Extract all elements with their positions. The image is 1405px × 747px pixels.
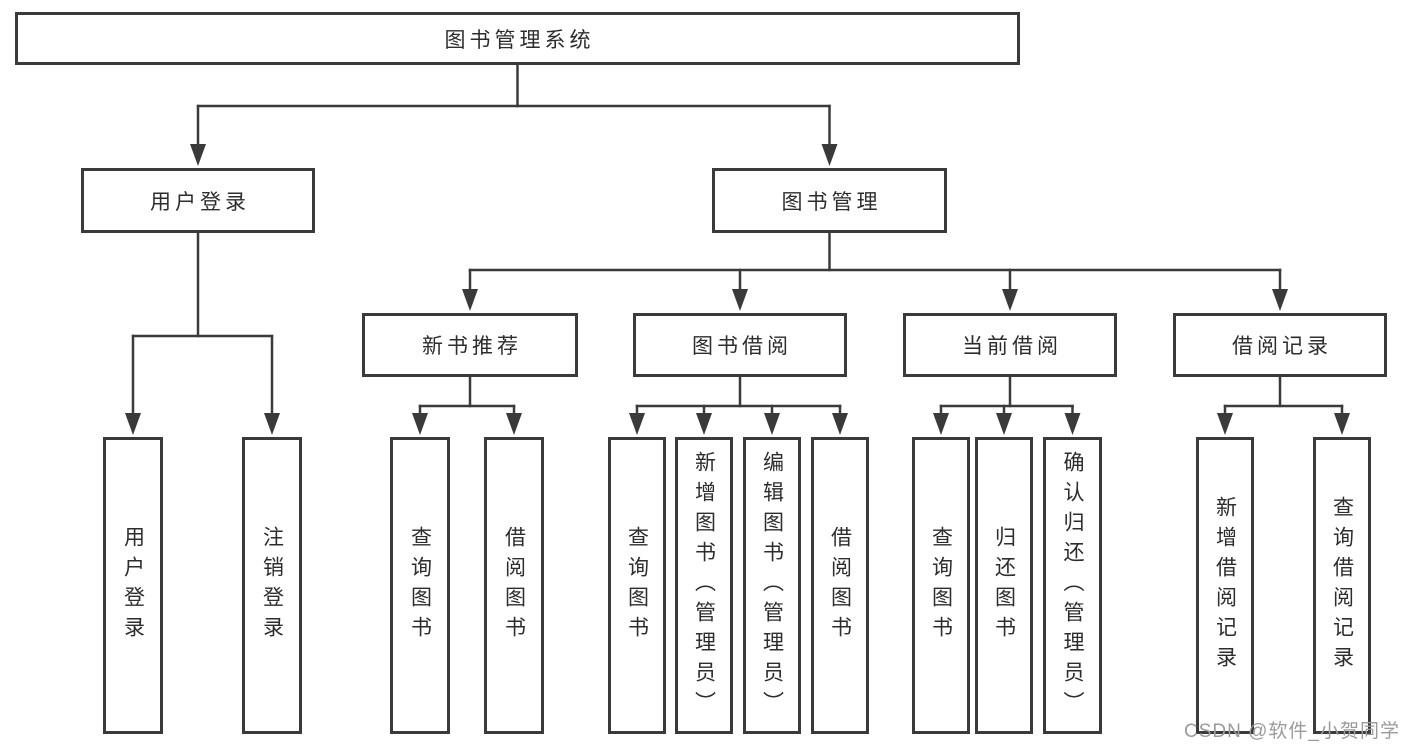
arrowhead-down-icon [1272, 289, 1288, 311]
node-leaf-login: 用户登录 [103, 437, 163, 734]
arrowhead-down-icon [629, 413, 645, 435]
arrowhead-down-icon [764, 413, 780, 435]
node-borrow: 图书借阅 [633, 313, 847, 377]
arrowhead-down-icon [732, 289, 748, 311]
node-leaf-newrec-query: 查询图书 [390, 437, 450, 734]
arrowhead-down-icon [462, 289, 478, 311]
arrowhead-down-icon [821, 144, 838, 166]
arrowhead-down-icon [125, 413, 141, 435]
node-newrec: 新书推荐 [362, 313, 578, 377]
node-login: 用户登录 [81, 168, 315, 233]
node-root: 图书管理系统 [15, 12, 1020, 65]
arrowhead-down-icon [264, 413, 280, 435]
arrowhead-down-icon [832, 413, 848, 435]
arrowhead-down-icon [506, 413, 522, 435]
arrowhead-down-icon [1064, 413, 1081, 435]
arrowhead-down-icon [190, 144, 206, 166]
arrowhead-down-icon [1334, 413, 1350, 435]
node-leaf-current-confirm: 确认归还（管理员） [1043, 437, 1102, 734]
node-bookmgmt: 图书管理 [712, 168, 947, 233]
arrowhead-down-icon [1002, 289, 1018, 311]
node-leaf-current-query: 查询图书 [912, 437, 970, 734]
arrowhead-down-icon [996, 413, 1012, 435]
node-leaf-records-query: 查询借阅记录 [1313, 437, 1371, 734]
node-leaf-newrec-borrow: 借阅图书 [484, 437, 544, 734]
arrowhead-down-icon [1217, 413, 1233, 435]
node-leaf-current-return: 归还图书 [975, 437, 1033, 734]
node-records: 借阅记录 [1173, 313, 1387, 377]
node-leaf-borrow-borrow: 借阅图书 [811, 437, 869, 734]
node-leaf-borrow-query: 查询图书 [608, 437, 666, 734]
arrowhead-down-icon [696, 413, 712, 435]
node-leaf-records-add: 新增借阅记录 [1196, 437, 1254, 734]
node-leaf-borrow-add: 新增图书（管理员） [675, 437, 733, 734]
node-leaf-borrow-edit: 编辑图书（管理员） [743, 437, 801, 734]
arrowhead-down-icon [933, 413, 949, 435]
arrowhead-down-icon [412, 413, 428, 435]
node-current: 当前借阅 [903, 313, 1117, 377]
watermark: CSDN @软件_小贺同学 [1184, 721, 1400, 742]
node-leaf-logout: 注销登录 [242, 437, 302, 734]
